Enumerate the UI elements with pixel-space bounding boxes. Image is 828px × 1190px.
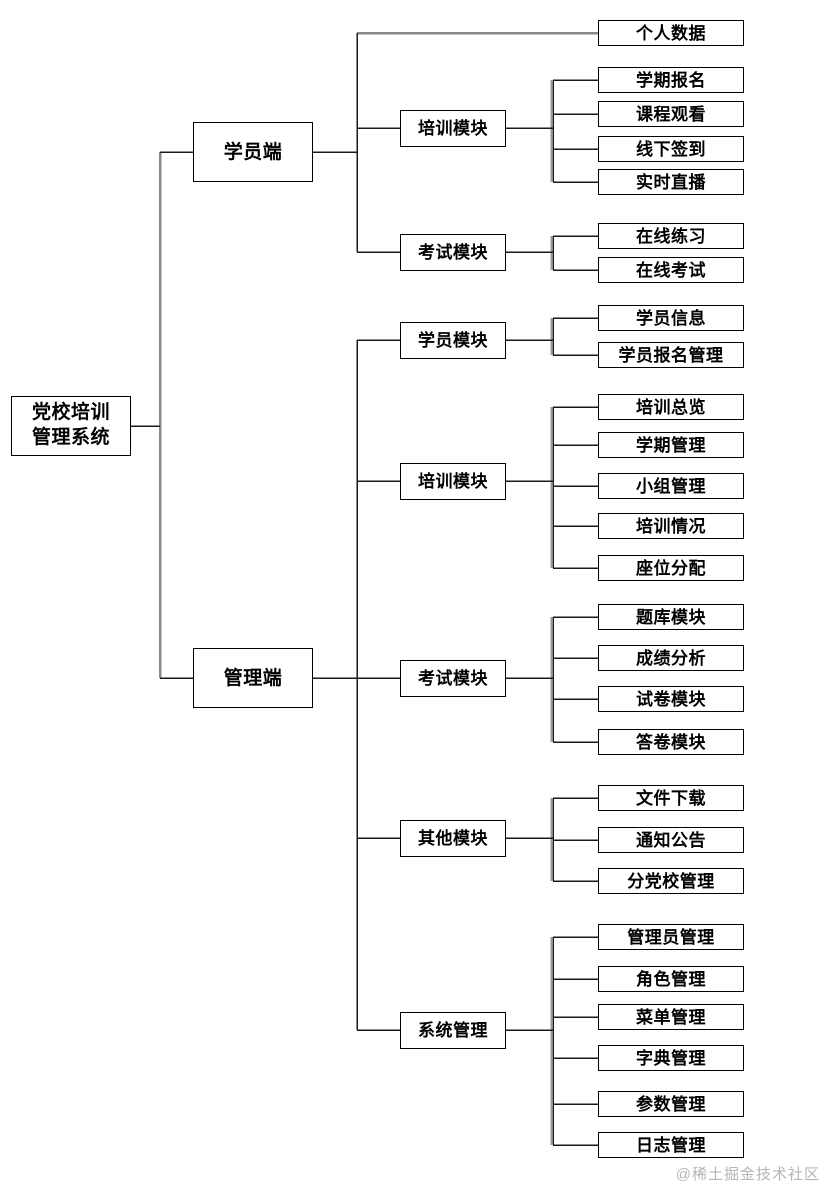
node-answer-sheet-module: 答卷模块 [598, 729, 744, 755]
root-node: 党校培训 管理系统 [11, 396, 131, 456]
student-branch-connectors [160, 33, 400, 253]
node-admin-exam-module: 考试模块 [400, 660, 506, 697]
node-admin-student-module: 学员模块 [400, 322, 506, 359]
node-group-mgmt: 小组管理 [598, 473, 744, 499]
node-dictionary-mgmt: 字典管理 [598, 1045, 744, 1071]
node-admin-endpoint: 管理端 [193, 648, 313, 708]
node-menu-mgmt: 菜单管理 [598, 1004, 744, 1030]
node-online-exam: 在线考试 [598, 257, 744, 283]
node-student-training-module: 培训模块 [400, 110, 506, 147]
node-online-practice: 在线练习 [598, 223, 744, 249]
student-exam-connectors [506, 235, 598, 271]
node-branch-school-mgmt: 分党校管理 [598, 868, 744, 894]
node-seat-assignment: 座位分配 [598, 555, 744, 581]
root-label-line1: 党校培训 [31, 402, 110, 424]
root-label-line2: 管理系统 [31, 427, 110, 448]
admin-branch-connectors [160, 339, 400, 1031]
node-student-signup-mgmt: 学员报名管理 [598, 342, 744, 368]
node-question-bank: 题库模块 [598, 604, 744, 630]
node-admin-other-module: 其他模块 [400, 820, 506, 857]
node-parameter-mgmt: 参数管理 [598, 1091, 744, 1117]
node-student-endpoint: 学员端 [193, 122, 313, 182]
node-semester-signup: 学期报名 [598, 67, 744, 93]
node-student-info: 学员信息 [598, 305, 744, 331]
node-training-overview: 培训总览 [598, 394, 744, 420]
node-offline-checkin: 线下签到 [598, 136, 744, 162]
admin-student-module-connectors [506, 317, 598, 356]
admin-system-connectors [506, 936, 598, 1146]
node-file-download: 文件下载 [598, 785, 744, 811]
node-semester-mgmt: 学期管理 [598, 432, 744, 458]
node-course-watching: 课程观看 [598, 101, 744, 127]
admin-other-connectors [506, 797, 598, 882]
admin-exam-connectors [506, 616, 598, 743]
node-paper-module: 试卷模块 [598, 686, 744, 712]
node-log-mgmt: 日志管理 [598, 1132, 744, 1158]
node-role-mgmt: 角色管理 [598, 966, 744, 992]
node-admin-system-module: 系统管理 [400, 1012, 506, 1049]
node-admin-training-module: 培训模块 [400, 463, 506, 500]
node-student-exam-module: 考试模块 [400, 234, 506, 271]
node-notice-announcement: 通知公告 [598, 827, 744, 853]
node-score-analysis: 成绩分析 [598, 645, 744, 671]
node-admin-user-mgmt: 管理员管理 [598, 924, 744, 950]
watermark-text: @稀土掘金技术社区 [675, 1166, 820, 1183]
node-live-streaming: 实时直播 [598, 169, 744, 195]
node-training-status: 培训情况 [598, 513, 744, 539]
admin-training-connectors [506, 406, 598, 569]
student-training-connectors [506, 79, 598, 183]
node-personal-data: 个人数据 [598, 20, 744, 46]
